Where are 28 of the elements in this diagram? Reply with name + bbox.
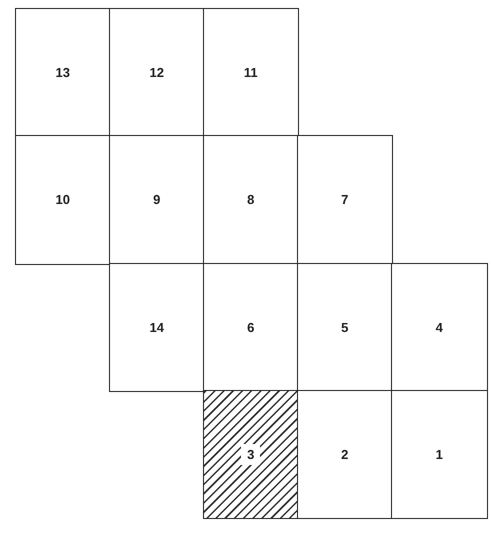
grid-cell [203, 8, 298, 136]
cell-number: 5 [340, 318, 350, 337]
cell-number: 1 [434, 446, 444, 464]
grid-cell [109, 263, 204, 392]
cell-number: 14 [148, 318, 165, 337]
cell-number: 11 [242, 64, 259, 82]
grid-cell [109, 8, 204, 136]
grid-cell [297, 390, 392, 518]
grid-cell [203, 263, 298, 392]
hatched-grid-cell [203, 390, 298, 518]
grid-cell [297, 135, 392, 264]
cell-number: 10 [54, 191, 71, 210]
grid-cell [109, 135, 204, 264]
cell-number: 3 [241, 444, 260, 465]
cell-number: 4 [434, 318, 444, 337]
cell-number: 2 [340, 446, 350, 464]
grid-cell [391, 390, 488, 518]
grid-cell [15, 135, 110, 264]
grid-cell [15, 8, 110, 136]
grid-cell [203, 135, 298, 264]
cell-number: 7 [340, 191, 350, 210]
cell-number: 9 [152, 191, 162, 210]
cell-number: 8 [246, 191, 256, 210]
grid-cell [391, 263, 488, 392]
grid-cell [297, 263, 392, 392]
cell-number: 6 [246, 318, 256, 337]
cell-number: 12 [148, 64, 165, 82]
cell-number: 13 [54, 64, 71, 82]
